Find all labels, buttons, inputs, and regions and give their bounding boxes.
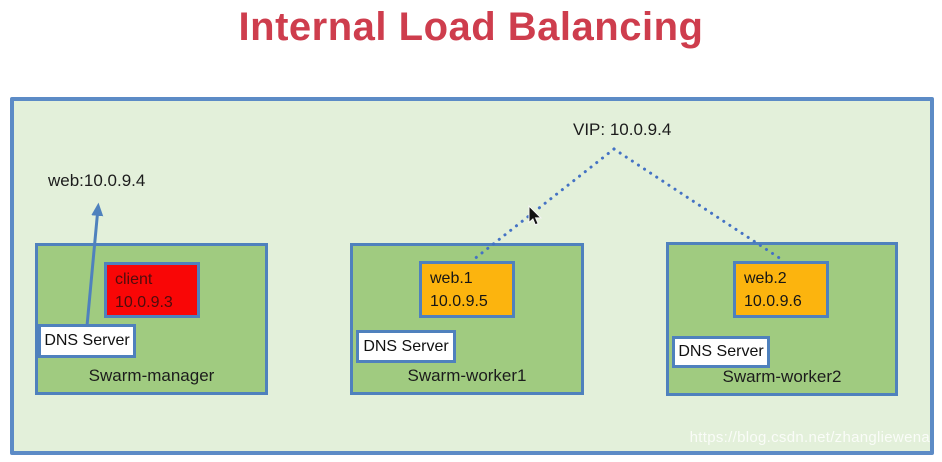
dns-server-manager-label: DNS Server bbox=[44, 332, 130, 349]
node-swarm-worker1-label: Swarm-worker1 bbox=[407, 366, 527, 385]
watermark-text: https://blog.csdn.net/zhangliewena bbox=[689, 429, 930, 446]
container-client: client 10.0.9.3 bbox=[104, 262, 200, 318]
container-client-name: client bbox=[115, 271, 153, 288]
node-swarm-worker2-label: Swarm-worker2 bbox=[722, 367, 842, 386]
dns-server-worker1-label: DNS Server bbox=[363, 337, 449, 355]
container-web1: web.1 10.0.9.5 bbox=[419, 261, 515, 318]
container-web1-name: web.1 bbox=[430, 270, 473, 287]
container-client-ip: 10.0.9.3 bbox=[115, 294, 173, 311]
node-swarm-manager-label: Swarm-manager bbox=[88, 366, 215, 385]
dns-server-manager: DNS Server bbox=[38, 324, 136, 358]
dns-record-label: web:10.0.9.4 bbox=[48, 171, 146, 190]
dns-server-worker2-label: DNS Server bbox=[678, 343, 764, 360]
container-web2: web.2 10.0.9.6 bbox=[733, 261, 829, 318]
vip-address-label: VIP: 10.0.9.4 bbox=[573, 120, 672, 139]
container-web2-ip: 10.0.9.6 bbox=[744, 293, 802, 310]
dns-server-worker1: DNS Server bbox=[356, 330, 456, 363]
dns-server-worker2: DNS Server bbox=[672, 336, 770, 368]
container-web2-name: web.2 bbox=[744, 270, 787, 287]
container-web1-ip: 10.0.9.5 bbox=[430, 293, 488, 310]
slide-title: Internal Load Balancing bbox=[238, 5, 704, 49]
